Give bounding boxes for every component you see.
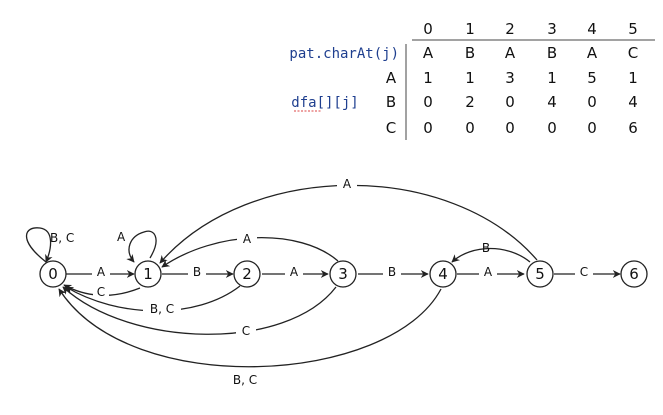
edge-5-1 bbox=[159, 184, 538, 264]
table-row-c: C 0 0 0 0 0 6 bbox=[386, 119, 638, 137]
state-0: 0 bbox=[39, 260, 67, 288]
table-cell: 4 bbox=[547, 93, 557, 111]
column-header: 3 bbox=[547, 20, 557, 38]
edge-label-3-4: B bbox=[388, 265, 396, 279]
edge-label-0-loop: B, C bbox=[50, 231, 74, 245]
table-cell: 0 bbox=[587, 93, 597, 111]
table-cell: 0 bbox=[505, 119, 515, 137]
pattern-char: A bbox=[505, 44, 516, 62]
state-1: 1 bbox=[134, 260, 162, 288]
row-char: B bbox=[386, 93, 396, 111]
state-5: 5 bbox=[526, 260, 554, 288]
table-cell: 0 bbox=[505, 93, 515, 111]
state-label: 3 bbox=[338, 265, 348, 283]
state-label: 4 bbox=[438, 265, 448, 283]
edge-0-loop bbox=[26, 227, 53, 263]
table-cell: 0 bbox=[547, 119, 557, 137]
table-cell: 0 bbox=[587, 119, 597, 137]
pattern-char: A bbox=[423, 44, 434, 62]
column-header: 5 bbox=[628, 20, 638, 38]
table-row-b: B 0 2 0 4 0 4 bbox=[386, 93, 638, 111]
table-cell: 1 bbox=[547, 69, 557, 87]
edge-label-5-6: C bbox=[580, 265, 588, 279]
edge-5-4 bbox=[451, 247, 531, 263]
state-label: 2 bbox=[242, 265, 252, 283]
pattern-row: A B A B A C bbox=[423, 44, 638, 62]
edge-4-0 bbox=[58, 288, 442, 368]
pattern-char: B bbox=[547, 44, 557, 62]
table-cell: 3 bbox=[505, 69, 515, 87]
table-cell: 1 bbox=[628, 69, 638, 87]
column-header: 0 bbox=[423, 20, 433, 38]
state-label: 1 bbox=[143, 265, 153, 283]
pattern-label: pat.charAt(j) bbox=[289, 46, 399, 62]
state-label: 0 bbox=[48, 265, 58, 283]
row-char: C bbox=[386, 119, 396, 137]
edge-1-loop bbox=[126, 230, 157, 263]
column-headers: 0 1 2 3 4 5 bbox=[423, 20, 638, 38]
edge-label-5-4: B bbox=[482, 241, 490, 255]
table-cell: 0 bbox=[423, 119, 433, 137]
edge-label-0-1: A bbox=[97, 265, 106, 279]
dfa-states: 0 1 2 3 4 5 6 bbox=[39, 260, 648, 288]
dfa-table: 0 1 2 3 4 5 pat.charAt(j) A B A B A C df… bbox=[289, 20, 655, 140]
state-2: 2 bbox=[233, 260, 261, 288]
state-4: 4 bbox=[429, 260, 457, 288]
row-char: A bbox=[386, 69, 397, 87]
dfa-label: dfa[][j] bbox=[291, 95, 358, 111]
table-cell: 0 bbox=[465, 119, 475, 137]
table-cell: 1 bbox=[465, 69, 475, 87]
pattern-char: B bbox=[465, 44, 475, 62]
table-cell: 2 bbox=[465, 93, 475, 111]
edge-label-1-0: C bbox=[97, 285, 105, 299]
column-header: 1 bbox=[465, 20, 475, 38]
table-row-a: A 1 1 3 1 5 1 bbox=[386, 69, 638, 87]
edge-label-2-0: B, C bbox=[150, 302, 174, 316]
column-header: 2 bbox=[505, 20, 515, 38]
state-3: 3 bbox=[329, 260, 357, 288]
edge-label-1-loop: A bbox=[117, 230, 126, 244]
edge-label-1-2: B bbox=[193, 265, 201, 279]
edge-label-3-1: A bbox=[243, 232, 252, 246]
edge-label-4-0: B, C bbox=[233, 373, 257, 387]
edge-label-2-3: A bbox=[290, 265, 299, 279]
state-label: 5 bbox=[535, 265, 545, 283]
table-cell: 1 bbox=[423, 69, 433, 87]
table-cell: 5 bbox=[587, 69, 597, 87]
pattern-char: A bbox=[587, 44, 598, 62]
edge-label-3-0: C bbox=[242, 324, 250, 338]
table-cell: 6 bbox=[628, 119, 638, 137]
column-header: 4 bbox=[587, 20, 597, 38]
table-cell: 0 bbox=[423, 93, 433, 111]
edge-label-5-1: A bbox=[343, 177, 352, 191]
state-label: 6 bbox=[629, 265, 639, 283]
edge-label-4-5: A bbox=[484, 265, 493, 279]
pattern-char: C bbox=[628, 44, 638, 62]
state-6: 6 bbox=[620, 260, 648, 288]
table-cell: 4 bbox=[628, 93, 638, 111]
dfa-edge-labels: B, C A A C B B, C A A C B A B, C B A C bbox=[50, 176, 593, 387]
edge-3-0 bbox=[62, 286, 337, 335]
